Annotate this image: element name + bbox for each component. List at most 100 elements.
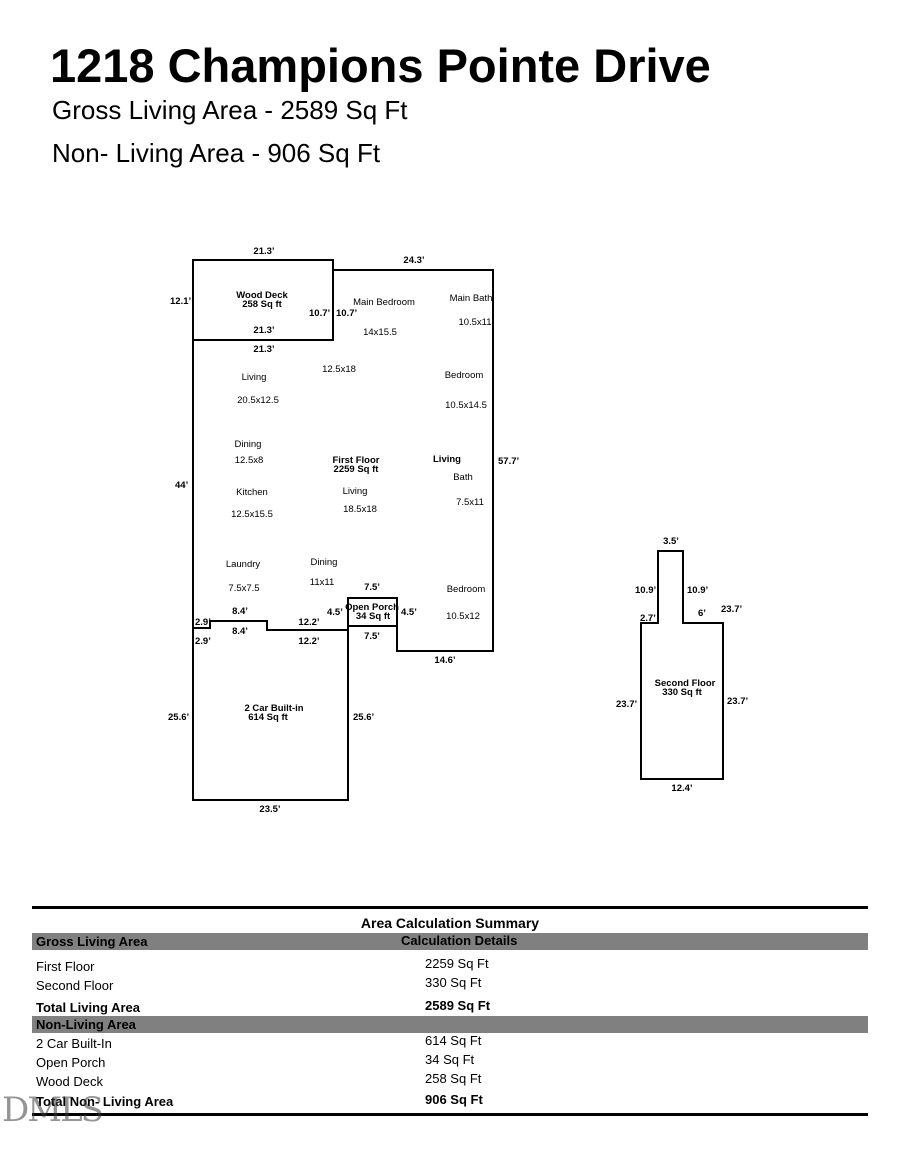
nla-header-band: Non-Living Area (32, 1016, 868, 1033)
deck-dim-mid: 21.3’ (253, 325, 274, 336)
row-label: Total Non- Living Area (36, 1094, 174, 1109)
deck-dim-left: 12.1’ (170, 296, 191, 307)
garage-dim-left: 25.6’ (168, 712, 189, 723)
table-row: Wood Deck 258 Sq Ft (32, 1071, 868, 1090)
row-value: 330 Sq Ft (425, 975, 482, 990)
second-dim-left: 23.7’ (616, 699, 637, 710)
garage-dim-right: 25.6’ (353, 712, 374, 723)
room-size: 14x15.5 (363, 327, 397, 338)
row-label: 2 Car Built-In (36, 1036, 112, 1051)
room-size: 11x11 (310, 577, 334, 588)
floor-dim-left: 44’ (175, 480, 188, 491)
room-size: 7.5x7.5 (228, 583, 259, 594)
gla-header-band: Gross Living Area Calculation Details (32, 933, 868, 950)
summary-bottom-rule (32, 1113, 868, 1116)
floor-dim-inner-left: 10.7’ (336, 308, 357, 319)
second-dim-step-left: 2.7’ (640, 613, 656, 624)
second-dim-top: 3.5’ (663, 536, 679, 547)
room-label: Bath (453, 472, 473, 483)
row-label: Wood Deck (36, 1074, 103, 1089)
table-row-total: Total Non- Living Area 906 Sq Ft (32, 1090, 868, 1110)
gla-header: Gross Living Area (36, 934, 148, 949)
row-label: Total Living Area (36, 1000, 141, 1015)
second-dim-right: 23.7’ (727, 696, 748, 707)
watermark-logo: DMLS (2, 1090, 104, 1130)
room-label: Living (343, 486, 368, 497)
details-header: Calculation Details (401, 933, 518, 948)
first-floor-name: First Floor (333, 455, 380, 466)
room-label: Living (433, 454, 461, 465)
garage-name: 2 Car Built-in (244, 703, 303, 714)
room-size: 18.5x18 (343, 504, 377, 515)
room-size: 12.5x8 (235, 455, 264, 466)
summary-top-rule (32, 906, 868, 909)
step-dim-bottom: 8.4’ (232, 626, 248, 637)
deck-dim-right: 10.7’ (309, 308, 330, 319)
deck-area: 258 Sq ft (242, 299, 282, 310)
room-label: Bedroom (445, 370, 484, 381)
area-calculation-summary: Area Calculation Summary Gross Living Ar… (32, 906, 868, 1116)
floor-plan: 21.3’ Wood Deck 258 Sq ft 21.3’ 21.3’ 12… (168, 246, 748, 815)
room-size: 10.5x12 (446, 611, 480, 622)
first-floor-area: 2259 Sq ft (334, 464, 380, 475)
row-value: 258 Sq Ft (425, 1071, 482, 1086)
step-dim-top: 8.4’ (232, 606, 248, 617)
room-size: 12.5x18 (322, 364, 356, 375)
garage-area: 614 Sq ft (248, 712, 288, 723)
gross-living-area-subtitle: Gross Living Area - 2589 Sq Ft (52, 95, 408, 125)
room-label: Dining (311, 557, 338, 568)
row-value: 2259 Sq Ft (425, 956, 489, 971)
second-floor-area: 330 Sq ft (662, 687, 702, 698)
row-label: Second Floor (36, 978, 114, 993)
room-label: Main Bath (450, 293, 493, 304)
porch-name: Open Porch (345, 602, 399, 613)
row-label: Open Porch (36, 1055, 106, 1070)
floor-dim-right: 57.7’ (498, 456, 519, 467)
table-row: 2 Car Built-In 614 Sq Ft (32, 1033, 868, 1052)
page-title: 1218 Champions Pointe Drive (50, 39, 711, 92)
mid-dim-top: 12.2’ (298, 617, 319, 628)
room-size: 7.5x11 (456, 497, 484, 508)
room-label: Living (242, 372, 267, 383)
row-value: 2589 Sq Ft (425, 998, 491, 1013)
room-label: Dining (235, 439, 262, 450)
row-value: 34 Sq Ft (425, 1052, 475, 1067)
room-label: Bedroom (447, 584, 486, 595)
row-value: 906 Sq Ft (425, 1092, 483, 1107)
mid-dim-bottom: 12.2’ (298, 636, 319, 647)
step-dim-left-top: 2.9’ (195, 617, 211, 628)
room-size: 20.5x12.5 (237, 395, 279, 406)
room-label: Kitchen (236, 487, 268, 498)
room-label: Main Bedroom (353, 297, 415, 308)
porch-dim-right: 4.5’ (401, 607, 417, 618)
non-living-area-subtitle: Non- Living Area - 906 Sq Ft (52, 138, 381, 168)
floor-dim-bottom-right: 14.6’ (434, 655, 455, 666)
second-dim-stem-left: 10.9’ (635, 585, 656, 596)
second-dim-top-right: 23.7’ (721, 604, 742, 615)
floor-dim-top: 24.3’ (403, 255, 424, 266)
wood-deck-outline (192, 259, 334, 341)
deck-dim-bottom: 21.3’ (253, 344, 274, 355)
deck-dim-top: 21.3’ (253, 246, 274, 257)
table-row: First Floor 2259 Sq Ft (32, 956, 868, 975)
garage-dim-bottom: 23.5’ (259, 804, 280, 815)
second-dim-step-right: 6’ (698, 608, 706, 619)
room-label: Laundry (226, 559, 261, 570)
table-row: Open Porch 34 Sq Ft (32, 1052, 868, 1071)
table-row-total: Total Living Area 2589 Sq Ft (32, 994, 868, 1016)
room-size: 12.5x15.5 (231, 509, 273, 520)
room-size: 10.5x14.5 (445, 400, 487, 411)
deck-name: Wood Deck (236, 290, 288, 301)
row-label: First Floor (36, 959, 95, 974)
summary-title: Area Calculation Summary (360, 915, 540, 931)
row-value: 614 Sq Ft (425, 1033, 482, 1048)
step-dim-left-bottom: 2.9’ (195, 636, 211, 647)
table-row: Second Floor 330 Sq Ft (32, 975, 868, 994)
porch-area: 34 Sq ft (356, 611, 391, 622)
porch-dim-top: 7.5’ (364, 582, 380, 593)
second-floor-name: Second Floor (655, 678, 716, 689)
second-dim-stem-right: 10.9’ (687, 585, 708, 596)
open-porch-outline (347, 597, 398, 627)
nla-header: Non-Living Area (36, 1017, 136, 1032)
porch-dim-bottom: 7.5’ (364, 631, 380, 642)
